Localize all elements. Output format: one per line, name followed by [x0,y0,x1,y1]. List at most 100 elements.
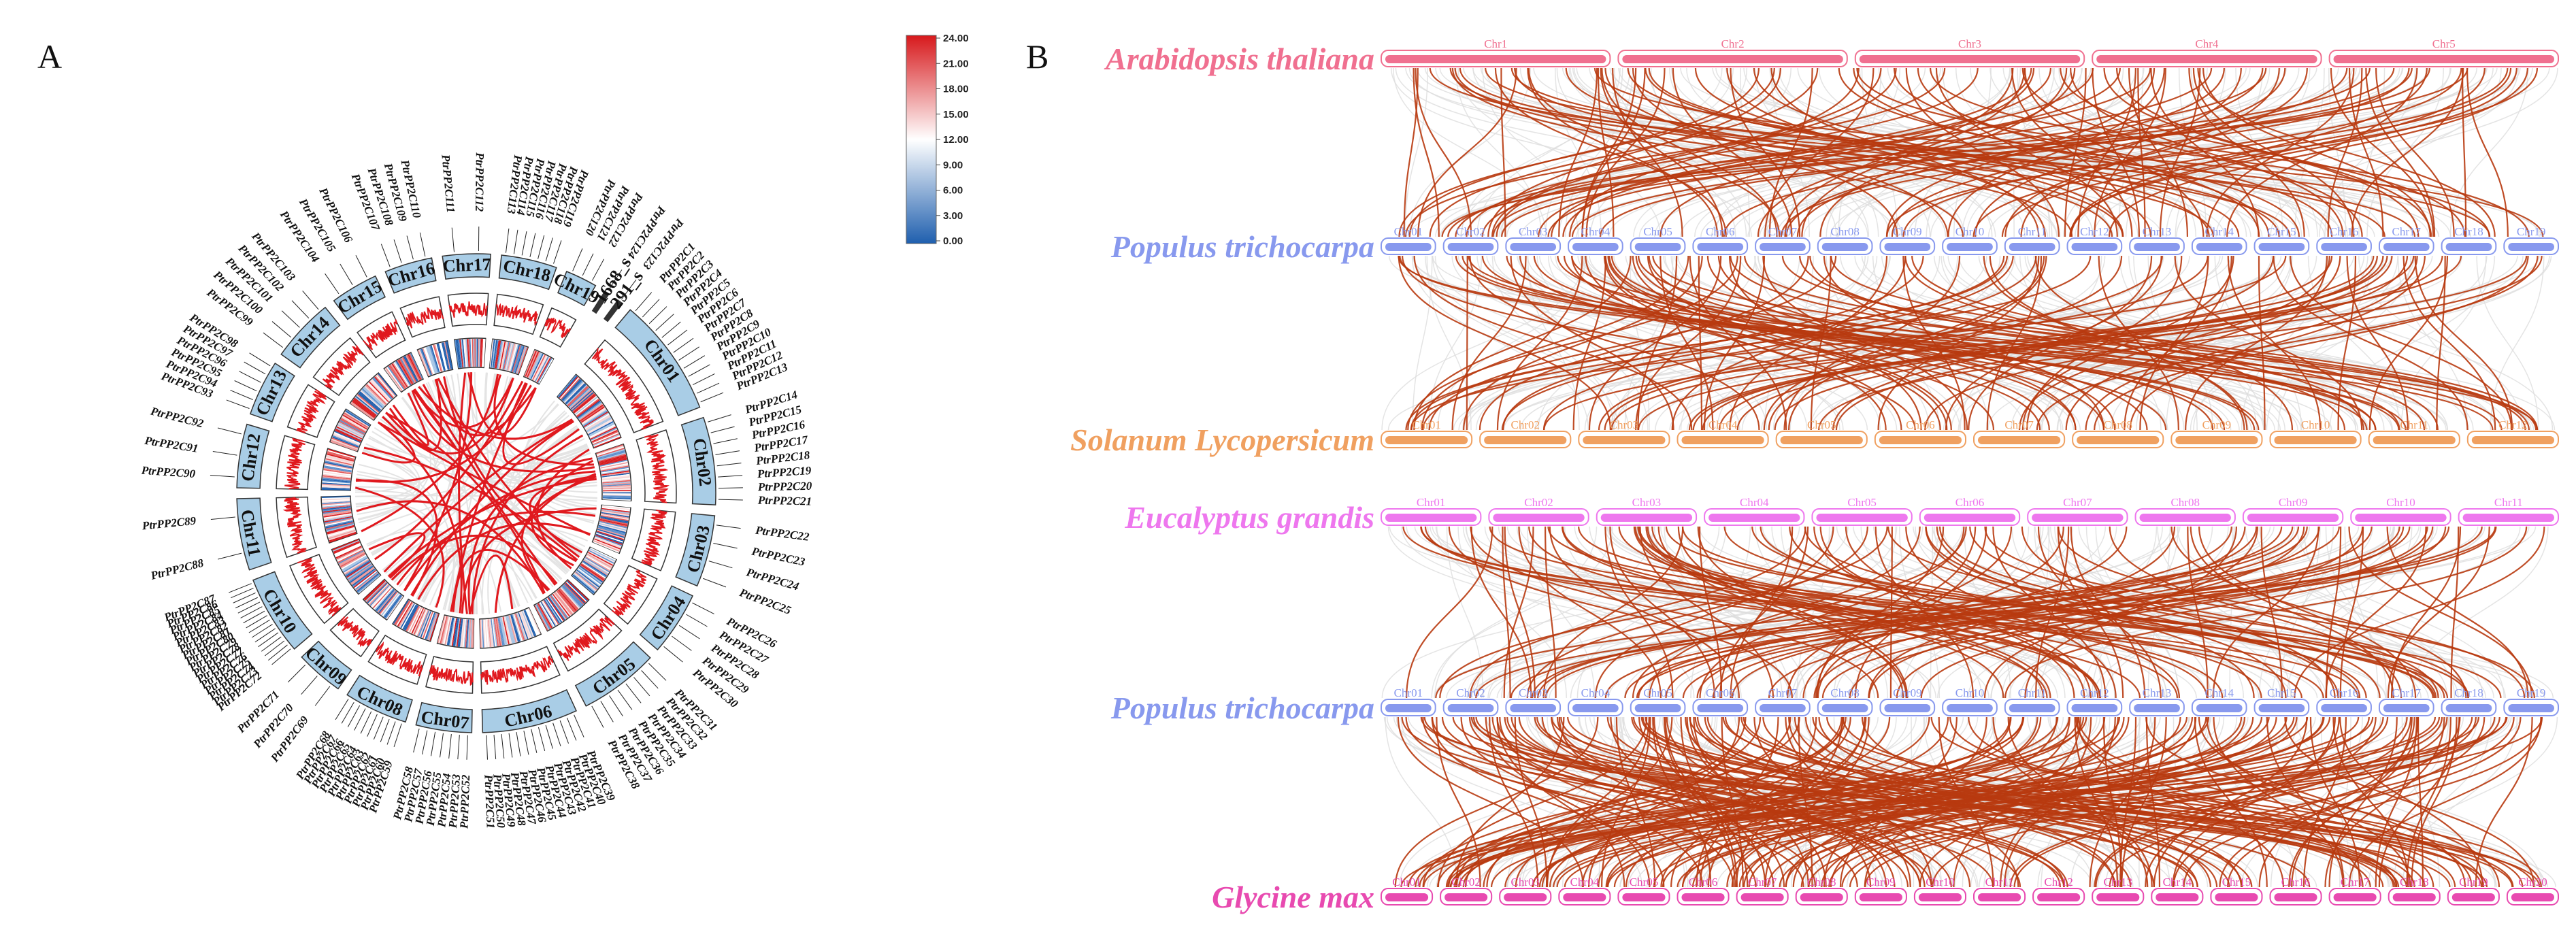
ortholog-link [2327,67,2363,237]
heatmap-cell [495,340,501,369]
heatmap-cell [526,609,539,635]
ortholog-link [1578,526,2435,699]
ortholog-link [2213,716,2344,888]
gene-leader-line [271,648,291,665]
heatmap-cell [491,618,495,647]
ortholog-link [2036,255,2539,431]
ortholog-link [1919,716,2197,888]
gene-leader-line [625,683,642,703]
heatmap-cell [325,518,352,525]
gene-leader-line [667,329,688,346]
colorbar-tick-label: 3.00 [943,210,963,222]
duplication-link [368,532,426,579]
chromosome-bar [2215,893,2258,901]
ortholog-link [1546,716,1650,888]
chromosome-bar [1385,893,1429,901]
gene-leader-line [693,373,715,385]
gene-leader-line [633,677,650,697]
chromosome-bar [2258,704,2305,712]
ortholog-link [1469,255,1760,431]
heatmap-cell [474,339,476,367]
heatmap-cell [461,619,465,648]
heatmap-cell [437,615,446,644]
ortholog-link [1719,255,2333,431]
ortholog-link [2035,526,2070,699]
heatmap-cell [385,367,403,391]
heatmap-cell [397,601,412,627]
heatmap-cell [598,525,626,533]
heatmap-cell [404,605,419,631]
heatmap-cell [599,522,627,530]
heatmap-cell [455,618,461,647]
heatmap-cell [523,610,534,637]
gene-leader-line [582,253,594,276]
chromosome-band [249,362,295,422]
ortholog-link [1902,67,2462,237]
chromosome-label: Chr10 [1955,686,1985,699]
heatmap-cell [560,587,580,609]
chromosome-label: Chr04 [1570,876,1600,888]
heatmap-cell [589,422,614,436]
heatmap-cell [461,339,466,367]
heatmap-cell [595,533,623,544]
heatmap-cell [589,423,615,437]
chromosome-bar [2445,243,2492,251]
background-synteny-link [2288,255,2554,431]
ortholog-link [1492,67,2213,237]
chromosome-bar [2077,436,2160,444]
heatmap-cell [375,376,395,398]
ortholog-link [1448,526,1793,699]
background-synteny-link [1434,526,1598,699]
chromosome-bar [1697,704,1744,712]
heatmap-cell [525,350,537,377]
heatmap-cell [338,422,364,436]
heatmap-cell [584,557,610,573]
heatmap-cell [323,506,351,511]
heatmap-cell [601,467,629,474]
heatmap-cell [469,339,472,367]
ortholog-link [1531,526,2300,699]
ortholog-link [2450,526,2460,699]
heatmap-cell [593,434,620,446]
ortholog-link [2137,67,2146,237]
heatmap-cell [442,342,450,370]
background-link [355,495,597,502]
heatmap-cell [494,340,500,369]
heatmap-cell [544,599,561,623]
background-synteny-link [1715,67,2540,237]
heatmap-cell [587,418,612,433]
panel-a-letter: A [37,37,62,76]
ortholog-link [1420,526,2359,699]
gene-leader-line [648,663,667,681]
chromosome-label: Chr09 [2202,418,2232,431]
heatmap-cell [325,520,353,529]
heatmap-cell [397,360,412,385]
heatmap-cell [602,486,631,488]
gene-leader-line [552,722,561,747]
chromosome-bar [1385,704,1432,712]
heatmap-cell [602,487,631,490]
heatmap-cell [459,618,463,647]
heatmap-cell [563,584,584,606]
heatmap-cell [601,511,629,516]
background-synteny-link [1491,526,1989,699]
heatmap-cell [500,342,508,369]
heatmap-cell [588,552,614,566]
heatmap-cell [331,439,358,451]
ortholog-link [1569,67,1860,237]
chromosome-bar [1385,436,1468,444]
heatmap-cell [331,437,359,449]
gene-leader-line [505,228,510,253]
heatmap-cell [329,531,357,542]
heatmap-cell [482,339,486,367]
heatmap-cell [597,448,625,457]
chromosome-label: Chr13 [2143,686,2172,699]
ortholog-link [1935,67,2118,237]
heatmap-cell [491,339,495,368]
duplication-link [391,534,558,584]
chromosome-label: Chr12 [2080,225,2109,238]
heatmap-cell [582,410,607,426]
heatmap-cell [572,575,594,595]
heatmap-cell [597,527,625,536]
